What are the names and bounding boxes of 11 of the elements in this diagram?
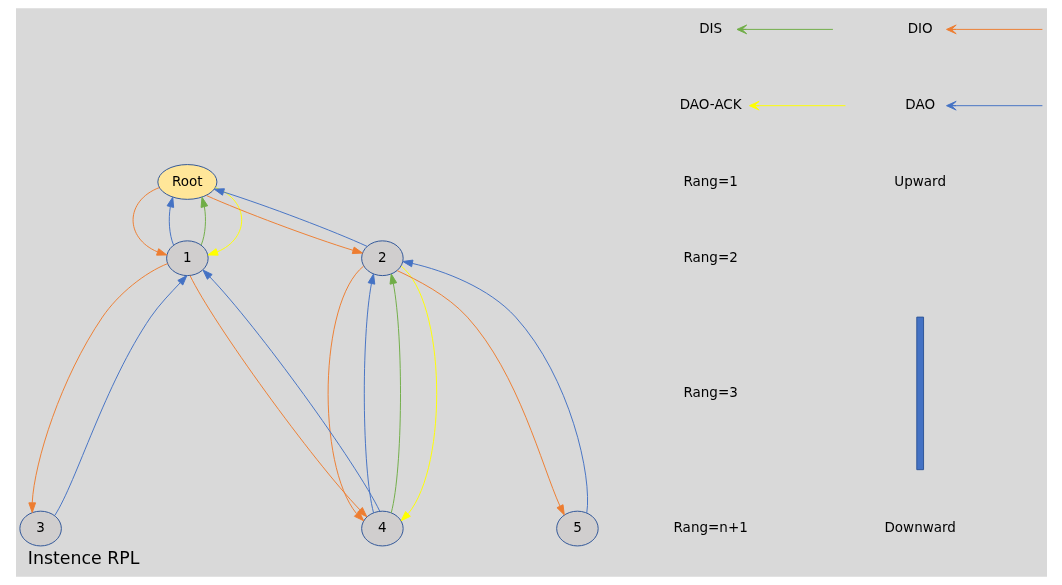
legend-label: DIS	[698, 19, 722, 36]
caption: Instence RPL	[27, 547, 139, 568]
legend-label: DAO-ACK	[679, 96, 742, 113]
label: Rang=2	[682, 248, 738, 265]
legend-label: DIO	[907, 19, 933, 36]
label: Rang=1	[682, 172, 738, 189]
label: Rang=3	[682, 383, 738, 400]
label: Downward	[883, 519, 956, 536]
label: Upward	[893, 172, 946, 189]
label: Rang=n+1	[673, 519, 748, 536]
legend-label: DAO	[904, 96, 935, 113]
